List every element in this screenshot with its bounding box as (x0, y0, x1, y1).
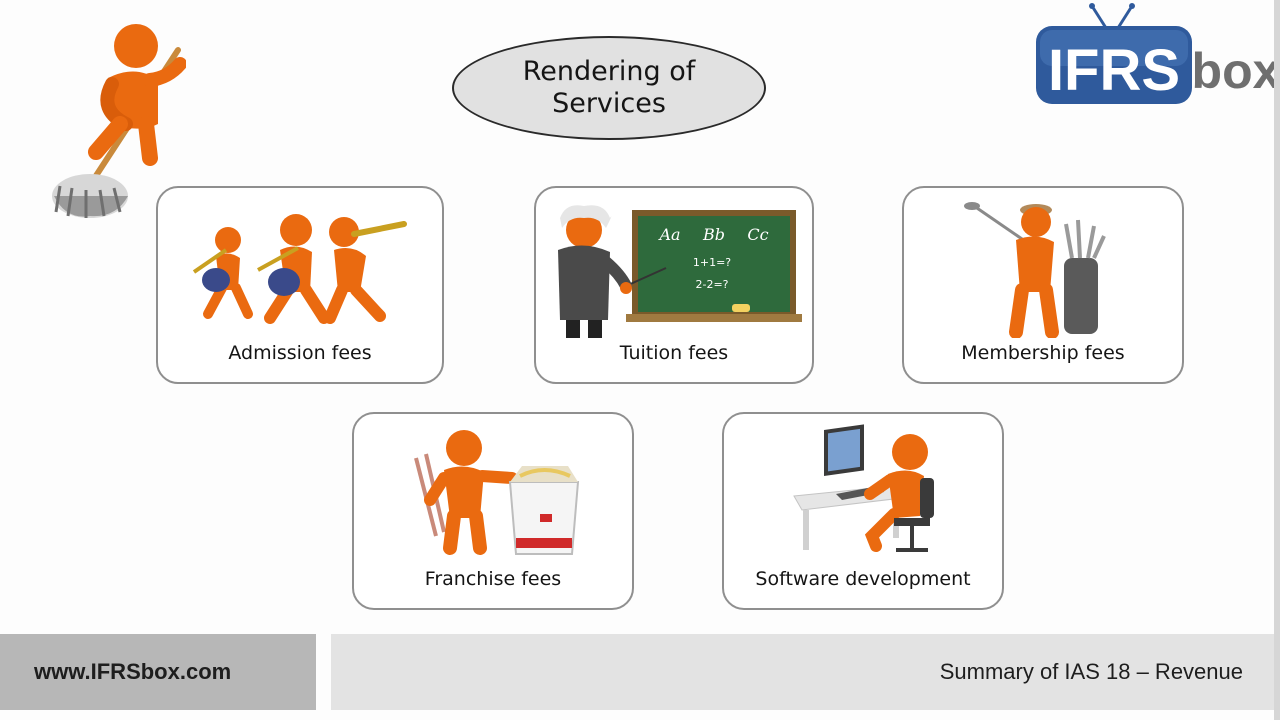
golfer-icon (964, 202, 1106, 338)
card-franchise-fees: Franchise fees (352, 412, 634, 610)
card-software-development: Software development (722, 412, 1004, 610)
teacher-blackboard-icon: Aa Bb Cc 1+1=? 2-2=? (558, 205, 802, 338)
computer-worker-icon (793, 424, 934, 552)
card-admission-fees: Admission fees (156, 186, 444, 384)
slide-edge (1274, 0, 1280, 720)
card-label-membership: Membership fees (961, 342, 1125, 364)
board-line-1: 1+1=? (693, 256, 731, 269)
logo-box-text: box (1192, 43, 1280, 99)
board-letter-a: Aa (657, 225, 680, 244)
ifrsbox-logo: IFRS box (1036, 3, 1280, 104)
board-letter-c: Cc (747, 225, 768, 244)
board-letter-b: Bb (702, 225, 725, 244)
board-line-2: 2-2=? (695, 278, 728, 291)
logo-ifrs-text: IFRS (1048, 38, 1180, 103)
footer-website-panel: www.IFRSbox.com (0, 634, 316, 710)
card-label-tuition: Tuition fees (619, 342, 729, 364)
card-tuition-fees: Aa Bb Cc 1+1=? 2-2=? Tuition fees (534, 186, 814, 384)
slide-title-text: Rendering of Services (522, 56, 696, 119)
footer-topic-panel: Summary of IAS 18 – Revenue (331, 634, 1275, 710)
footer-topic: Summary of IAS 18 – Revenue (939, 659, 1243, 684)
card-label-software: Software development (755, 568, 971, 590)
footer-website[interactable]: www.IFRSbox.com (34, 659, 232, 684)
marching-band-icon (192, 214, 407, 324)
mop-figure-icon (52, 24, 186, 218)
slide-title: Rendering of Services (452, 36, 766, 140)
takeout-box-icon (414, 430, 580, 555)
card-label-franchise: Franchise fees (424, 568, 562, 590)
card-membership-fees: Membership fees (902, 186, 1184, 384)
card-label-admission: Admission fees (228, 342, 372, 364)
